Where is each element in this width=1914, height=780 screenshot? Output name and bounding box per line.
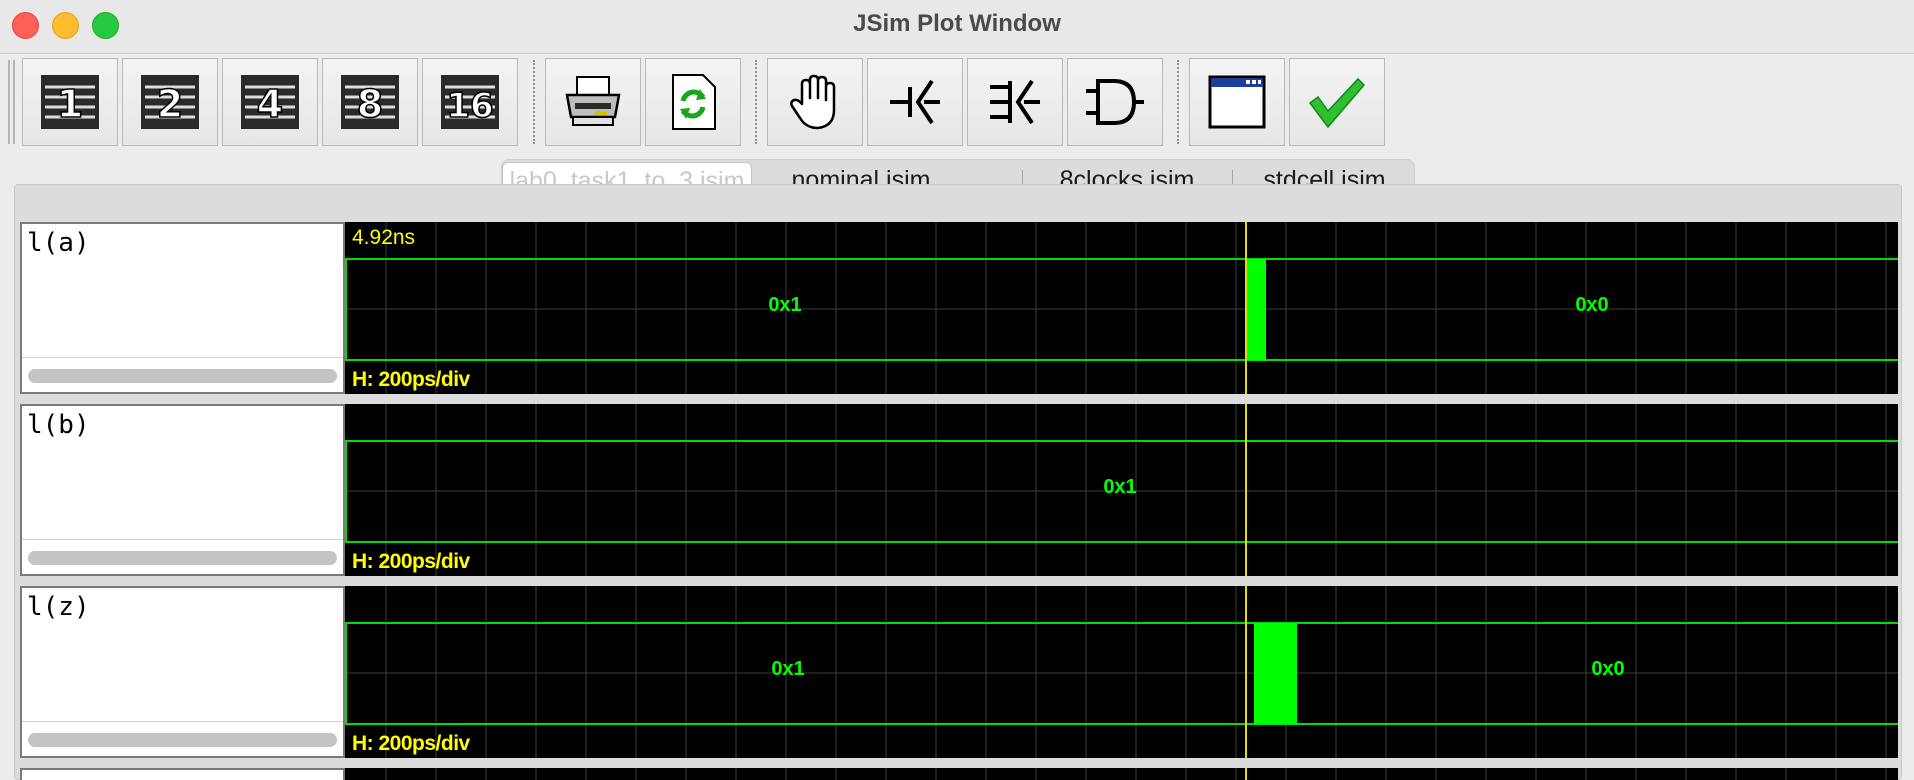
refresh-icon [672, 74, 716, 130]
pan-hand-icon [790, 74, 836, 130]
divider [22, 721, 343, 722]
svg-text:2: 2 [157, 82, 183, 126]
waveform-lane-b: l(b) 0x1 H: 200ps/div [20, 404, 1898, 576]
toolbar-grip[interactable] [8, 60, 10, 144]
waveform-plot[interactable]: 0x1 H: 200ps/div [345, 404, 1898, 576]
8-waveform-icon: 8 [341, 75, 399, 129]
signal-value: 0x0 [1591, 658, 1625, 680]
zoom-out-icon [990, 79, 1040, 125]
signal-name: l(a) [27, 228, 90, 258]
scrollbar[interactable] [28, 369, 337, 383]
toolbar-separator [533, 60, 535, 144]
title-bar: JSim Plot Window [0, 0, 1914, 54]
minimize-window-button[interactable] [52, 12, 79, 39]
toolbar-separator [755, 60, 757, 144]
window-icon [1208, 75, 1266, 129]
svg-text:1: 1 [57, 82, 83, 126]
cursor-time-label: 4.92ns [352, 226, 416, 249]
gate-icon [1086, 79, 1144, 125]
signal-name-box[interactable]: l(a) [20, 222, 345, 394]
checkmark-icon [1308, 77, 1366, 129]
signal-name: l(z) [27, 592, 90, 622]
signal-name-box[interactable]: l(b) [20, 404, 345, 576]
zoom-in-icon [890, 79, 940, 125]
toolbar-separator [1177, 60, 1179, 144]
check-button[interactable] [1289, 58, 1385, 146]
signal-name: l(b) [27, 410, 90, 440]
waveform-lane-a: l(a) 4.92ns 0x1 0x0 H: 200ps/div [20, 222, 1898, 394]
waveform-lane-partial [20, 768, 1898, 780]
zoom-out-button[interactable] [967, 58, 1063, 146]
signal-value: 0x0 [1575, 294, 1609, 316]
tab-divider [1022, 170, 1023, 192]
1-waveform-icon: 1 [41, 75, 99, 129]
waveform-canvas [345, 222, 1898, 394]
transition-mark [1254, 623, 1297, 724]
waveform-plot[interactable]: 0x1 0x0 H: 200ps/div [345, 586, 1898, 758]
show-2-waveforms-button[interactable]: 2 [122, 58, 218, 146]
horizontal-scale-label: H: 200ps/div [352, 732, 470, 755]
waveform-plot[interactable]: 4.92ns 0x1 0x0 H: 200ps/div [345, 222, 1898, 394]
toolbar-grip[interactable] [13, 60, 15, 144]
waveform-canvas [345, 586, 1898, 758]
refresh-button[interactable] [645, 58, 741, 146]
divider [22, 539, 343, 540]
16-waveform-icon: 16 [441, 75, 499, 129]
signal-value: 0x1 [768, 294, 802, 316]
svg-text:16: 16 [446, 86, 493, 126]
waveform-canvas [385, 768, 1887, 780]
divider [22, 357, 343, 358]
signal-name-box[interactable]: l(z) [20, 586, 345, 758]
signal-name-box[interactable] [20, 768, 345, 780]
maximize-window-button[interactable] [92, 12, 119, 39]
waveform-canvas [345, 404, 1898, 576]
waveform-lane-z: l(z) 0x1 0x0 H: 200ps/div [20, 586, 1898, 758]
gate-level-button[interactable] [1067, 58, 1163, 146]
horizontal-scale-label: H: 200ps/div [352, 368, 470, 391]
show-4-waveforms-button[interactable]: 4 [222, 58, 318, 146]
scrollbar[interactable] [28, 551, 337, 565]
tab-divider [1232, 170, 1233, 192]
pan-button[interactable] [767, 58, 863, 146]
show-16-waveforms-button[interactable]: 16 [422, 58, 518, 146]
signal-value: 0x1 [771, 658, 805, 680]
waveform-plot[interactable] [345, 768, 1898, 780]
signal-value: 0x1 [1103, 476, 1137, 498]
horizontal-scale-label: H: 200ps/div [352, 550, 470, 573]
print-icon [565, 76, 621, 126]
zoom-in-button[interactable] [867, 58, 963, 146]
window-button[interactable] [1189, 58, 1285, 146]
2-waveform-icon: 2 [141, 75, 199, 129]
show-1-waveform-button[interactable]: 1 [22, 58, 118, 146]
close-window-button[interactable] [12, 12, 39, 39]
window-title: JSim Plot Window [853, 10, 1061, 37]
4-waveform-icon: 4 [241, 75, 299, 129]
scrollbar[interactable] [28, 733, 337, 747]
svg-text:4: 4 [257, 82, 283, 126]
svg-text:8: 8 [357, 82, 383, 126]
show-8-waveforms-button[interactable]: 8 [322, 58, 418, 146]
print-button[interactable] [545, 58, 641, 146]
transition-mark [1246, 259, 1266, 360]
